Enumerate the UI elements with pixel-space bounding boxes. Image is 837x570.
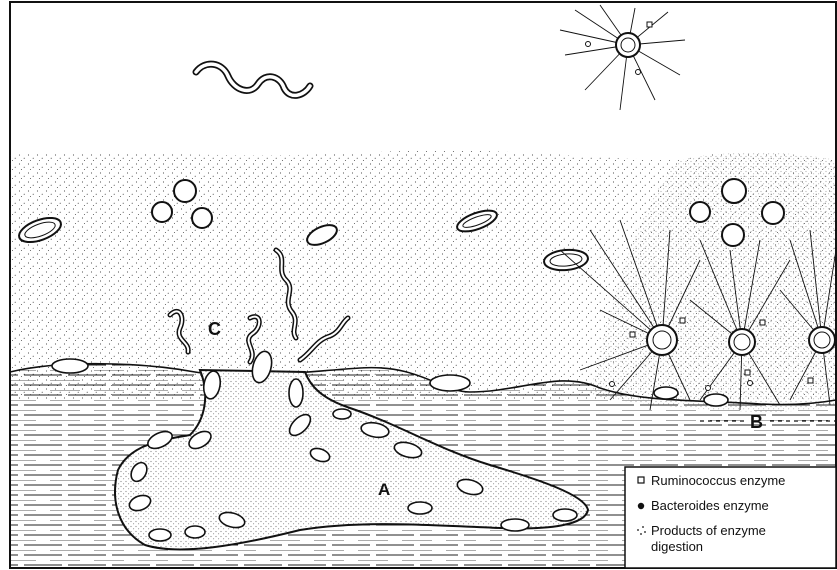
- legend: Ruminococcus enzyme Bacteroides enzyme P…: [625, 467, 836, 568]
- legend-label-products-continuation: digestion: [651, 539, 703, 554]
- label-b: B: [750, 412, 763, 432]
- legend-label-ruminococcus: Ruminococcus enzyme: [651, 473, 785, 488]
- label-a: A: [378, 480, 390, 499]
- label-c: C: [208, 319, 221, 339]
- legend-label-bacteroides: Bacteroides enzyme: [651, 498, 769, 513]
- legend-marker-ruminococcus: [638, 477, 644, 483]
- legend-label-products: Products of enzyme: [651, 523, 766, 538]
- legend-marker-bacteroides: [638, 503, 644, 509]
